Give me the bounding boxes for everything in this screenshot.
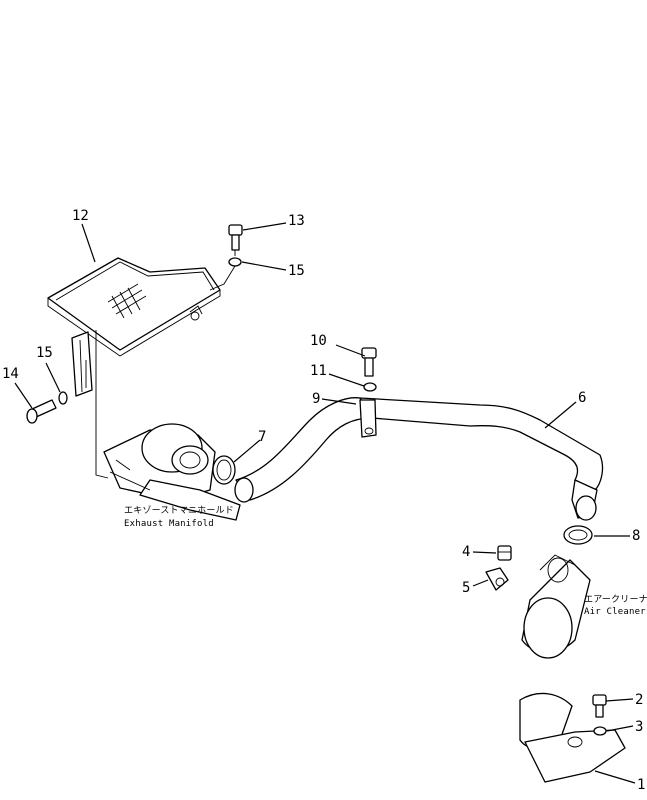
washer-15-top <box>228 257 242 267</box>
callout-6: 6 <box>578 390 586 406</box>
callout-14: 14 <box>2 366 19 382</box>
indicator-4 <box>497 545 512 561</box>
turbocharger <box>103 423 241 521</box>
exhaust-manifold-label-jp: エキゾーストマニホールド <box>124 505 234 516</box>
leader-lines <box>14 222 636 784</box>
callout-3: 3 <box>635 719 643 735</box>
callout-1: 1 <box>637 777 645 793</box>
callout-13: 13 <box>288 213 305 229</box>
bolt-13 <box>228 224 243 251</box>
callout-7: 7 <box>258 429 266 445</box>
exhaust-manifold-label-en: Exhaust Manifold <box>124 519 214 529</box>
callout-15-left: 15 <box>36 345 53 361</box>
heat-shield-plate <box>47 257 221 357</box>
air-cleaner-label-jp: エアークリーナ <box>584 594 647 605</box>
air-cleaner-label-en: Air Cleaner <box>584 607 646 617</box>
component-labels: エキゾーストマニホールド Exhaust Manifold エアークリーナ Ai… <box>124 505 647 617</box>
callout-numbers: 12 13 15 15 14 10 11 9 7 6 8 4 5 2 3 1 <box>2 208 645 793</box>
washer-3 <box>593 726 607 736</box>
callout-2: 2 <box>635 692 643 708</box>
bolt-10 <box>361 347 377 377</box>
callout-11: 11 <box>310 363 327 379</box>
bolt-14 <box>26 399 57 424</box>
washer-11 <box>363 382 377 392</box>
callout-4: 4 <box>462 544 470 560</box>
callout-5: 5 <box>462 580 470 596</box>
hose-clamp-8 <box>563 525 593 545</box>
callout-8: 8 <box>632 528 640 544</box>
callout-15-top: 15 <box>288 263 305 279</box>
washer-15-left <box>58 391 68 405</box>
bolt-2 <box>592 694 607 718</box>
air-cleaner <box>521 554 591 659</box>
clip-5 <box>485 567 509 591</box>
bracket <box>71 330 109 479</box>
callout-12: 12 <box>72 208 89 224</box>
intake-pipe <box>234 397 604 521</box>
mount-bracket-1 <box>519 692 626 783</box>
callout-10: 10 <box>310 333 327 349</box>
callout-9: 9 <box>312 391 320 407</box>
hose-clamp-7 <box>212 455 236 485</box>
